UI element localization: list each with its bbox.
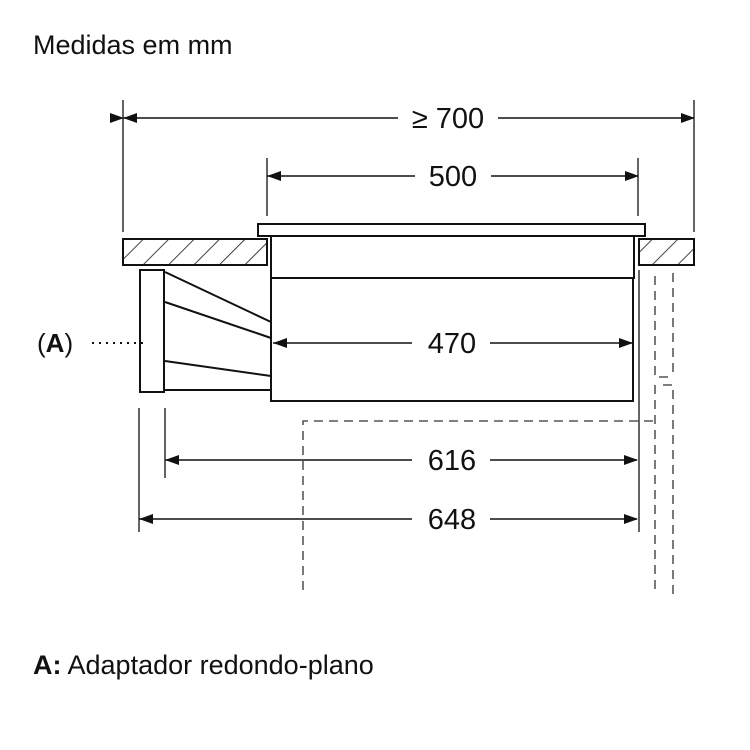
dim-label-648: 648 bbox=[428, 504, 476, 536]
cabinet-outline-dashed bbox=[302, 273, 674, 595]
adapter-round-flat bbox=[139, 269, 272, 393]
legend-key: A: bbox=[33, 650, 62, 680]
legend-text: Adaptador redondo-plano bbox=[67, 650, 374, 680]
dim-label-470: 470 bbox=[428, 328, 476, 360]
dim-label-700: ≥ 700 bbox=[412, 103, 484, 135]
legend: A: Adaptador redondo-plano bbox=[33, 650, 374, 681]
hob-glass-top bbox=[257, 223, 646, 237]
callout-a-label: (A) bbox=[37, 328, 73, 358]
hob-upper-body bbox=[270, 235, 635, 279]
arrowheads-left bbox=[123, 113, 287, 524]
dim-label-616: 616 bbox=[428, 445, 476, 477]
diagram-title: Medidas em mm bbox=[33, 30, 233, 60]
dim-label-500: 500 bbox=[429, 161, 477, 193]
countertop-right bbox=[638, 238, 695, 266]
countertop-left bbox=[122, 238, 268, 266]
